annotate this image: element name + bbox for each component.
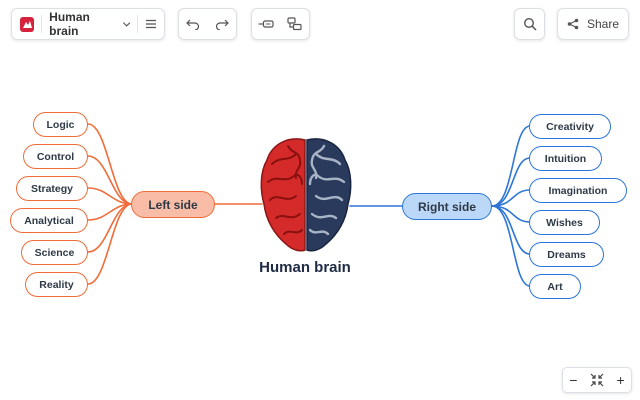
undo-icon xyxy=(186,19,200,30)
central-topic-title[interactable]: Human brain xyxy=(259,259,351,276)
menu-button[interactable] xyxy=(137,9,164,39)
search-button[interactable] xyxy=(514,8,545,40)
fit-screen-icon[interactable] xyxy=(590,373,604,387)
branch-right-side[interactable]: Right side xyxy=(402,193,492,220)
share-button[interactable]: Share xyxy=(557,8,629,40)
topic-imagination[interactable]: Imagination xyxy=(529,178,627,203)
topic-control[interactable]: Control xyxy=(23,144,88,169)
topic-dreams[interactable]: Dreams xyxy=(529,242,604,267)
redo-icon xyxy=(215,19,229,30)
zoom-in-button[interactable]: + xyxy=(616,372,625,388)
share-icon xyxy=(567,18,579,30)
search-icon xyxy=(523,17,537,31)
topic-wishes[interactable]: Wishes xyxy=(529,210,600,235)
add-topic-icon xyxy=(258,20,274,28)
topic-intuition[interactable]: Intuition xyxy=(529,146,602,171)
insert-group xyxy=(251,8,310,40)
topic-logic[interactable]: Logic xyxy=(33,112,88,137)
document-title-dropdown[interactable]: Human brain xyxy=(42,9,136,39)
brain-icon[interactable] xyxy=(258,134,354,256)
add-topic-button[interactable] xyxy=(252,9,281,39)
topic-creativity[interactable]: Creativity xyxy=(529,114,611,139)
topic-science[interactable]: Science xyxy=(21,240,88,265)
share-label: Share xyxy=(587,17,620,31)
redo-button[interactable] xyxy=(208,9,237,39)
add-subtopic-button[interactable] xyxy=(281,9,310,39)
zoom-controls: − + xyxy=(562,367,632,393)
chevron-down-icon xyxy=(123,22,131,27)
app-logo-icon[interactable] xyxy=(20,16,35,32)
branch-left-side[interactable]: Left side xyxy=(131,191,215,218)
zoom-out-button[interactable]: − xyxy=(569,372,578,388)
undo-button[interactable] xyxy=(179,9,208,39)
document-menu-group: Human brain xyxy=(11,8,165,40)
topic-art[interactable]: Art xyxy=(529,274,581,299)
history-group xyxy=(178,8,237,40)
topic-strategy[interactable]: Strategy xyxy=(16,176,88,201)
menu-icon xyxy=(145,19,156,29)
add-subtopic-icon xyxy=(287,17,302,31)
topic-analytical[interactable]: Analytical xyxy=(10,208,88,233)
document-title: Human brain xyxy=(49,10,90,38)
topic-reality[interactable]: Reality xyxy=(25,272,88,297)
